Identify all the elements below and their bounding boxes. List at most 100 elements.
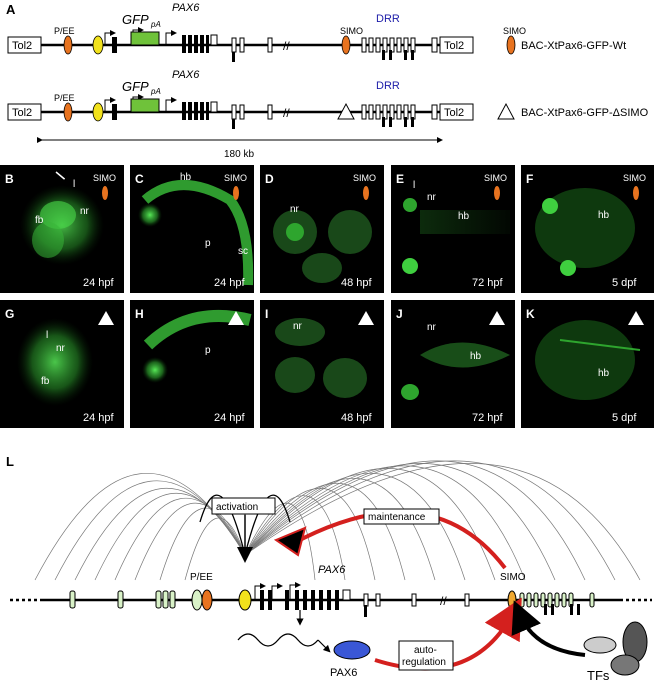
panel-c-label-p: p [205,238,211,249]
panel-l-letter: L [6,454,14,469]
maintenance-arrowhead [273,526,307,557]
panel-d: D nr SIMO 48 hpf [260,165,384,293]
panel-i-label-nr: nr [293,321,303,332]
panel-i: I nr 48 hpf [260,300,384,428]
svg-text://: // [283,39,290,53]
tol2-right-label-2: Tol2 [444,107,464,119]
panel-b-mark: SIMO [93,173,116,183]
pee-label: P/EE [54,26,75,36]
panel-e: E l nr hb SIMO 72 hpf [391,165,515,293]
tol2-left-label: Tol2 [12,40,32,52]
interaction-arcs [34,460,641,581]
legend-dsimo-text: BAC-XtPax6-GFP-ΔSIMO [521,107,649,119]
panel-h-label-p: p [205,345,211,356]
panel-g-stage: 24 hpf [83,412,115,424]
panel-k-label-hb: hb [598,368,610,379]
pax6-protein [333,640,371,660]
l-pax6-gene-label: PAX6 [318,564,346,576]
pee-label-2: P/EE [54,93,75,103]
l-simo-label: SIMO [500,572,526,583]
panel-b-label-fb: fb [35,215,44,226]
panel-f-label-hb: hb [598,210,610,221]
panel-h: H p 24 hpf [130,300,254,428]
legend-simo-label: SIMO [503,26,526,36]
tfs-label: TFs [587,668,610,683]
pax6-label-2: PAX6 [172,69,200,81]
panel-k: K hb 5 dpf [521,300,654,428]
svg-text://: // [283,106,290,120]
legend-triangle-icon [497,102,515,120]
tol2-left-box [7,36,42,54]
tol2-left-label-2: Tol2 [12,107,32,119]
l-simo-element [507,590,517,610]
panel-b-label-l: l [73,179,75,190]
panel-d-label-nr: nr [290,204,300,215]
panel-f-stage: 5 dpf [612,277,637,289]
panel-d-mark: SIMO [353,173,376,183]
simo-element [341,35,351,55]
panel-b: B l nr fb SIMO 24 hpf [0,165,124,293]
panel-e-letter: E [396,172,404,186]
l-pax6-protein-label: PAX6 [330,667,357,679]
l-yellow-element [238,589,252,611]
simo-label: SIMO [340,26,363,36]
panel-b-arrow [55,171,72,185]
panel-h-letter: H [135,307,144,321]
maintenance-box [363,508,440,525]
gfp-label: GFP [122,12,149,27]
gfp-subscript-2: pA [150,87,161,96]
panel-c-label-hb: hb [180,172,192,183]
autoregulation-arrow [374,597,522,671]
panel-j-triangle [489,311,505,325]
panel-k-stage: 5 dpf [612,412,637,424]
panel-a-letter: A [6,2,16,17]
drr-label: DRR [376,13,400,25]
legend-simo-icon [506,35,516,55]
panel-b-stage: 24 hpf [83,277,115,289]
activation-box [211,497,276,515]
deletion-triangle [337,102,355,120]
row-2-panels: G l nr fb 24 hpf H p 24 hpf I nr 48 hpf [0,300,654,428]
pee-element [63,35,73,55]
panel-e-mark: SIMO [484,173,507,183]
panel-g-letter: G [5,307,14,321]
panel-h-stage: 24 hpf [214,412,246,424]
yellow-element [92,35,104,55]
tol2-right-box [439,36,474,54]
construct-wt: Tol2 Tol2 P/EE GFP pA PAX6 // [7,2,474,62]
svg-text://: // [440,594,447,608]
gfp-box [130,31,160,46]
panel-b-label-nr: nr [80,206,90,217]
panel-f-letter: F [526,172,533,186]
panel-g: G l nr fb 24 hpf [0,300,124,428]
autoreg-line-1: auto- [414,645,437,656]
tfs-arrow [511,600,586,657]
pax6-label: PAX6 [172,2,200,14]
panel-d-letter: D [265,172,274,186]
panel-e-label-l: l [413,180,415,191]
mrna-squiggle [237,633,319,647]
panel-l: L activation [6,454,652,683]
panel-f: F hb SIMO 5 dpf [521,165,654,293]
panel-j-label-nr: nr [427,322,437,333]
drr-label-2: DRR [376,80,400,92]
panel-k-letter: K [526,307,535,321]
panel-c-mark: SIMO [224,173,247,183]
legend-wt-text: BAC-XtPax6-GFP-Wt [521,40,626,52]
panel-b-letter: B [5,172,14,186]
tf-shape-3 [610,654,640,676]
panel-e-stage: 72 hpf [472,277,504,289]
panel-a: A Tol2 Tol2 P/EE GFP pA PAX6 [6,2,649,160]
panel-c-label-sc: sc [238,246,248,257]
activation-label: activation [216,502,258,513]
panel-i-letter: I [265,307,268,321]
panel-c: C hb p sc SIMO 24 hpf [130,165,254,293]
panel-g-label-fb: fb [41,376,50,387]
panel-g-label-nr: nr [56,343,66,354]
autoreg-line-2: regulation [402,657,446,668]
panel-j-label-hb: hb [470,351,482,362]
panel-g-label-l: l [46,330,48,341]
panel-i-triangle [358,311,374,325]
row-1-panels: B l nr fb SIMO 24 hpf C hb p sc SIMO 24 … [0,165,654,293]
construct-dsimo: Tol2 Tol2 P/EE GFP pA PAX6 // [7,69,474,129]
